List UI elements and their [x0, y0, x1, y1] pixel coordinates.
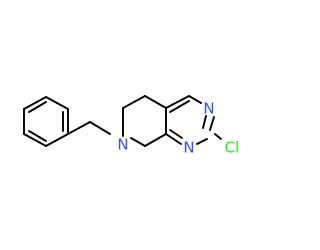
bond — [122, 95, 146, 109]
bond — [89, 121, 111, 135]
benzene-ring — [23, 96, 69, 147]
bond — [165, 133, 182, 145]
atom-n-ring2: N — [183, 139, 194, 157]
double-bond-inner — [28, 130, 47, 142]
double-bond-inner — [28, 101, 47, 113]
bond — [23, 96, 47, 110]
double-bond-inner — [169, 129, 183, 139]
double-bond-inner — [202, 115, 207, 129]
atom-chlorine: Cl — [225, 139, 240, 157]
bond — [45, 133, 69, 147]
bond — [165, 95, 190, 109]
bond — [23, 133, 47, 147]
atom-n-ring1: N — [203, 100, 214, 118]
bond — [214, 133, 222, 140]
bond — [188, 95, 202, 104]
bond — [130, 137, 146, 147]
bond — [67, 121, 91, 135]
pyrimidine-ring — [165, 95, 215, 145]
piperidine-ring — [122, 95, 167, 147]
bond — [144, 95, 167, 109]
bond — [196, 138, 208, 145]
double-bond-inner — [169, 100, 190, 113]
bond — [45, 96, 69, 110]
bond — [209, 116, 215, 131]
structure-canvas: N N N Cl — [23, 95, 240, 157]
bond — [144, 133, 167, 147]
atom-n-amine: N — [117, 136, 128, 154]
molecule-structure: N N N Cl — [23, 95, 240, 157]
